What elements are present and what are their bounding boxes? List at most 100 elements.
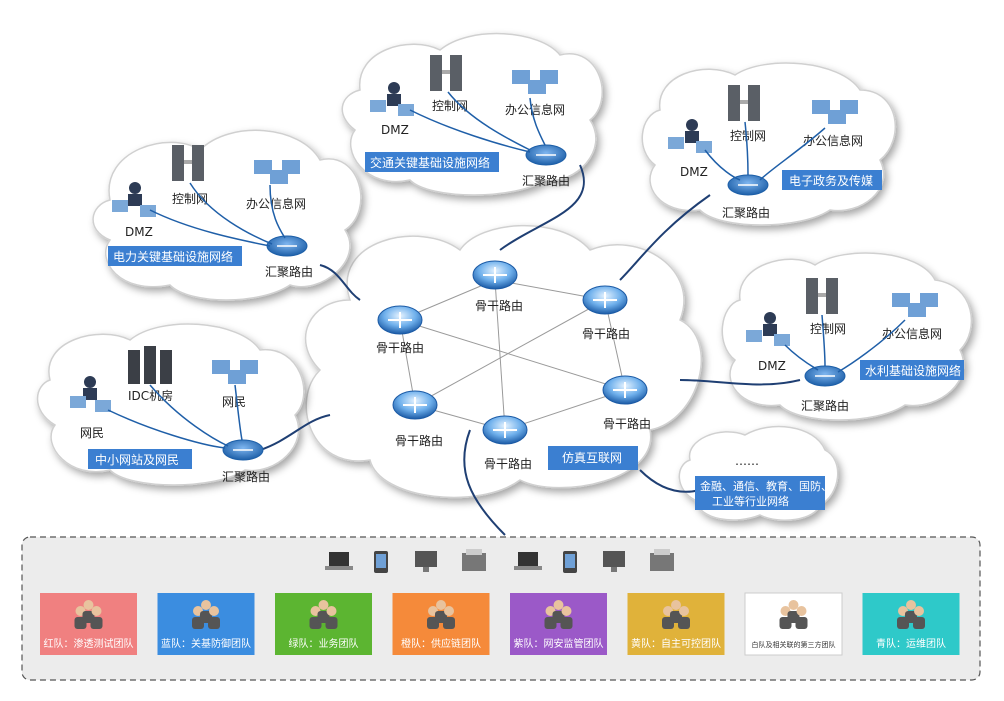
team-people-icon: [544, 600, 573, 629]
router-icon: [525, 144, 567, 166]
team-label: 蓝队：关基防御团队: [161, 637, 251, 650]
netizen-label: 网民: [80, 426, 104, 440]
netizen-icon: [70, 376, 111, 412]
backbone-box-label: 仿真互联网: [562, 451, 622, 465]
team-card: 红队：渗透测试团队: [40, 593, 137, 655]
power-cloud: [92, 129, 362, 301]
office-computers-icon: [812, 100, 858, 124]
backbone-router-label: 骨干路由: [484, 456, 532, 471]
control-label: 控制网: [810, 322, 846, 336]
laptop-icon: [325, 552, 353, 570]
phone-icon: [563, 551, 577, 573]
team-people-icon: [427, 600, 455, 629]
team-label: 黄队：自主可控团队: [631, 637, 721, 650]
idc-rack-icon: [128, 346, 172, 384]
backbone-box: 仿真互联网: [548, 446, 638, 470]
router-label: 汇聚路由: [722, 205, 770, 220]
link-transport-backbone: [499, 164, 585, 251]
industry-line1: 金融、通信、教育、国防、: [700, 479, 832, 493]
dmz-label: DMZ: [381, 123, 409, 137]
backbone-router-5: 骨干路由: [392, 390, 443, 448]
team-people-icon: [74, 600, 103, 629]
printer-icon: [650, 549, 674, 571]
office-computers-icon: [512, 70, 558, 94]
team-label: 橙队：供应链团队: [401, 637, 481, 650]
server-icon: [728, 85, 760, 121]
router-icon: [266, 235, 308, 257]
backbone-router-4: 骨干路由: [602, 375, 651, 431]
office-label: 办公信息网: [803, 133, 863, 148]
power-title: 电力关键基础设施网络: [113, 249, 233, 264]
backbone-router-2: 骨干路由: [472, 260, 523, 313]
router-label: 汇聚路由: [522, 173, 570, 188]
team-card: 紫队：网安监管团队: [510, 593, 607, 655]
team-label: 绿队：业务团队: [289, 637, 359, 650]
team-label: 紫队：网安监管团队: [514, 637, 604, 650]
link-teams-backbone: [463, 429, 506, 536]
egov-title-box: 电子政务及传媒: [782, 170, 882, 190]
router-icon: [804, 365, 846, 387]
link-industry-backbone: [639, 469, 701, 493]
office-label: 办公信息网: [882, 326, 942, 341]
router-label: 汇聚路由: [222, 469, 270, 484]
team-people-icon: [309, 600, 338, 629]
team-label: 白队及相关联的第三方团队: [752, 640, 836, 649]
office-computers-icon: [254, 160, 300, 184]
printer-icon: [462, 549, 486, 571]
power-network: DMZ 控制网 办公信息网 汇聚路由 电力关键基础设施网络: [108, 145, 313, 279]
team-people-icon: [897, 600, 925, 629]
office-label: 办公信息网: [505, 102, 565, 117]
backbone-router-label: 骨干路由: [603, 416, 651, 431]
control-label: 控制网: [730, 129, 766, 143]
water-title-box: 水利基础设施网络: [860, 360, 964, 380]
egov-network: DMZ 控制网 办公信息网 汇聚路由 电子政务及传媒: [668, 85, 882, 220]
office-computers-icon: [892, 293, 938, 317]
phone-icon: [374, 551, 388, 573]
router-label: 汇聚路由: [265, 264, 313, 279]
power-title-box: 电力关键基础设施网络: [108, 246, 242, 266]
office-label: 办公信息网: [246, 196, 306, 211]
link-sme-backbone: [259, 414, 331, 451]
link-egov-backbone: [619, 194, 711, 281]
backbone-router-label: 骨干路由: [376, 340, 424, 355]
team-people-icon: [662, 600, 690, 629]
team-people-icon: [779, 600, 808, 629]
dmz-label: DMZ: [680, 165, 708, 179]
team-card: 青队：运维团队: [862, 593, 960, 655]
team-label: 青队：运维团队: [876, 637, 946, 650]
transport-title: 交通关键基础设施网络: [370, 155, 490, 170]
idc-label: IDC机房: [128, 388, 173, 403]
router-label: 汇聚路由: [801, 398, 849, 413]
teams-row: 红队：渗透测试团队 蓝队：关基防御团队 绿队：业务团队 橙队：供应链团队 紫队：网安监管…: [40, 592, 960, 656]
backbone-router-1: 骨干路由: [376, 305, 424, 355]
water-title: 水利基础设施网络: [865, 363, 961, 378]
dmz-icon: [112, 182, 156, 217]
team-card: 橙队：供应链团队: [392, 593, 490, 655]
server-icon: [430, 55, 462, 91]
backbone-router-label: 骨干路由: [475, 298, 523, 313]
teams-panel: [21, 536, 981, 681]
team-label: 红队：渗透测试团队: [44, 637, 134, 650]
egov-title: 电子政务及传媒: [789, 173, 873, 188]
transport-network: DMZ 控制网 办公信息网 汇聚路由 交通关键基础设施网络: [365, 55, 570, 188]
industry-network: …… 金融、通信、教育、国防、 工业等行业网络: [695, 454, 832, 510]
link-power-backbone: [319, 264, 361, 301]
link-water-backbone: [679, 379, 801, 386]
server-icon: [172, 145, 204, 181]
laptop-icon: [514, 552, 542, 570]
industry-dots: ……: [735, 454, 759, 468]
transport-title-box: 交通关键基础设施网络: [365, 152, 499, 172]
team-people-icon: [192, 600, 220, 629]
backbone-router-label: 骨干路由: [582, 326, 630, 341]
backbone-router-label: 骨干路由: [395, 433, 443, 448]
dmz-label: DMZ: [125, 225, 153, 239]
backbone-router-3: 骨干路由: [582, 285, 630, 341]
backbone-router-6: 骨干路由: [482, 415, 532, 471]
team-card: 黄队：自主可控团队: [627, 593, 725, 655]
dmz-icon: [668, 119, 712, 153]
links: [259, 164, 801, 536]
dmz-icon: [370, 82, 414, 116]
netizen2-label: 网民: [222, 395, 246, 409]
team-card: 白队及相关联的第三方团队: [744, 592, 843, 656]
